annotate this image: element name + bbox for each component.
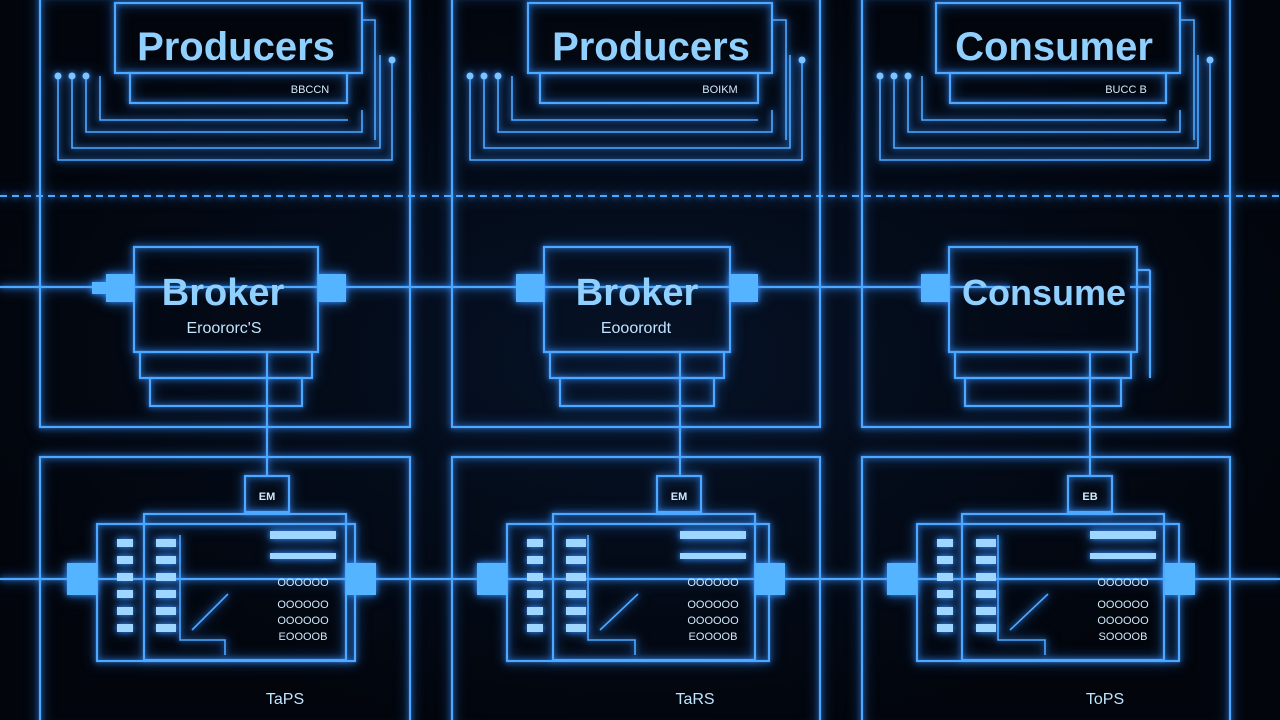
- panel-bottom-right: [860, 455, 1232, 720]
- bottom-node-2-tag: EM: [671, 491, 688, 503]
- top-node-3: [876, 1, 1214, 161]
- bottom-node-2-list-item: OOOOOO: [687, 577, 739, 589]
- middle-node-3: [921, 245, 1152, 476]
- middle-node-2-title: Broker: [576, 272, 699, 314]
- middle-node-1-title: Broker: [162, 272, 285, 314]
- middle-node-2-subtitle: Eooorordt: [601, 320, 672, 337]
- top-node-2-title: Producers: [552, 25, 750, 69]
- bottom-node-3: [887, 474, 1195, 663]
- top-node-1: [54, 1, 396, 161]
- bottom-node-3-list-item: OOOOOO: [1097, 577, 1149, 589]
- bottom-node-1-tag: EM: [259, 491, 276, 503]
- bottom-node-2: [477, 474, 785, 663]
- top-node-3-subtitle: BUCC B: [1105, 84, 1147, 96]
- middle-node-1-subtitle: Eroororc'S: [186, 320, 261, 337]
- bottom-node-2-label: TaRS: [675, 691, 714, 708]
- bottom-node-1-list-item: OOOOOO: [277, 577, 329, 589]
- panel-bottom-left: [38, 455, 412, 720]
- bottom-node-3-list-item: OOOOOO: [1097, 599, 1149, 611]
- bottom-node-1-list-item: EOOOOB: [279, 631, 328, 643]
- top-node-1-title: Producers: [137, 25, 335, 69]
- top-node-3-title: Consumer: [955, 25, 1153, 69]
- bottom-node-3-label: ToPS: [1086, 691, 1124, 708]
- bottom-node-2-list-item: OOOOOO: [687, 615, 739, 627]
- panel-top-right: [860, 0, 1232, 429]
- bottom-node-1-list-item: OOOOOO: [277, 599, 329, 611]
- panel-bottom-center: [450, 455, 822, 720]
- top-node-2-subtitle: BOIKM: [702, 84, 737, 96]
- middle-node-3-title: Consume: [962, 272, 1126, 313]
- top-node-1-subtitle: BBCCN: [291, 84, 330, 96]
- bottom-node-2-list-item: EOOOOB: [689, 631, 738, 643]
- middle-node-2: [516, 245, 758, 476]
- panel-top-left: [38, 0, 412, 429]
- bottom-node-3-list-item: SOOOOB: [1099, 631, 1148, 643]
- panel-top-center: [450, 0, 822, 429]
- bottom-node-3-tag: EB: [1082, 491, 1097, 503]
- bottom-node-3-list-item: OOOOOO: [1097, 615, 1149, 627]
- bottom-node-1-label: TaPS: [266, 691, 304, 708]
- bottom-node-1-list-item: OOOOOO: [277, 615, 329, 627]
- top-node-2: [466, 1, 806, 161]
- bottom-node-2-list-item: OOOOOO: [687, 599, 739, 611]
- middle-node-1: [92, 245, 346, 476]
- bottom-node-1: [67, 474, 376, 663]
